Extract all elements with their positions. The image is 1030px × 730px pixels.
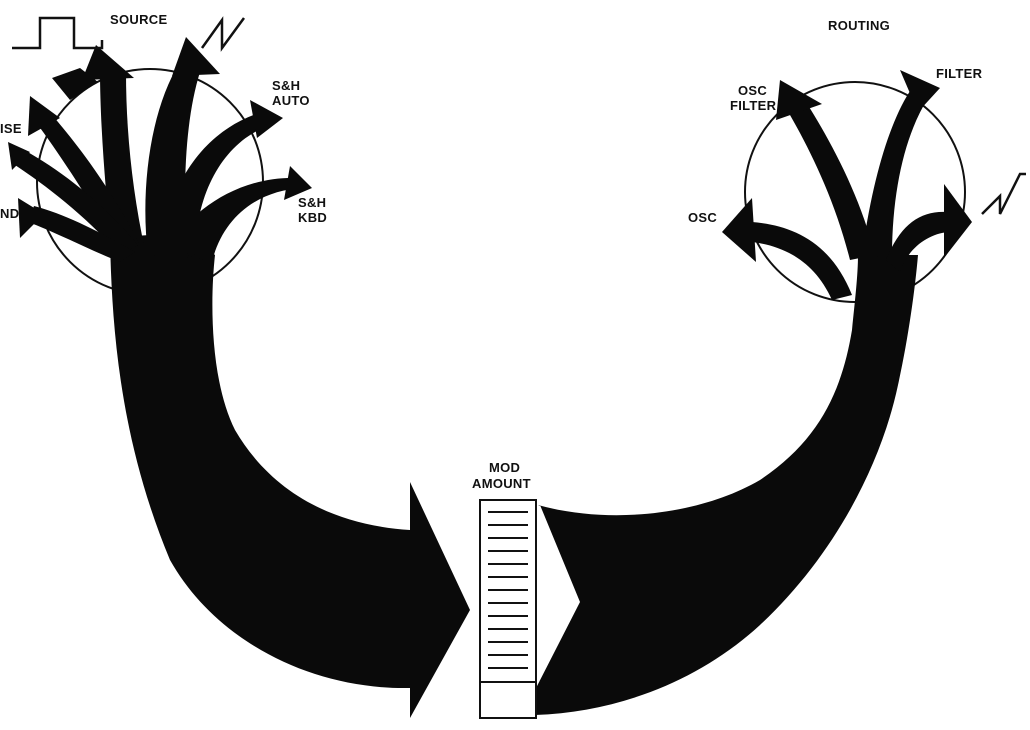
mod-amount-label-line2: AMOUNT xyxy=(472,476,531,491)
mod-amount-label-line1: MOD xyxy=(489,460,520,475)
source-flow-arrow xyxy=(8,37,470,718)
source-option-sh-auto-line2: AUTO xyxy=(272,93,310,108)
source-option-rnd-label: ND xyxy=(0,206,19,221)
source-option-sh-kbd-line2: KBD xyxy=(298,210,327,225)
routing-option-osc-filter-line1: OSC xyxy=(738,83,767,98)
routing-title: ROUTING xyxy=(828,18,890,33)
source-title: SOURCE xyxy=(110,12,167,27)
sawtooth-wave-icon xyxy=(202,18,244,48)
routing-option-osc-filter-line2: FILTER xyxy=(730,98,777,113)
routing-option-osc-label: OSC xyxy=(688,210,717,225)
source-option-sh-kbd-line1: S&H xyxy=(298,195,326,210)
source-option-noise-label: ISE xyxy=(0,121,22,136)
mod-amount-slider[interactable] xyxy=(480,500,536,718)
sawtooth-wave-icon xyxy=(982,174,1026,214)
source-option-sh-auto-line1: S&H xyxy=(272,78,300,93)
routing-option-filter-label: FILTER xyxy=(936,66,983,81)
routing-flow-arrow xyxy=(535,70,972,715)
square-wave-icon xyxy=(12,18,102,48)
slider-cap[interactable] xyxy=(480,682,536,718)
